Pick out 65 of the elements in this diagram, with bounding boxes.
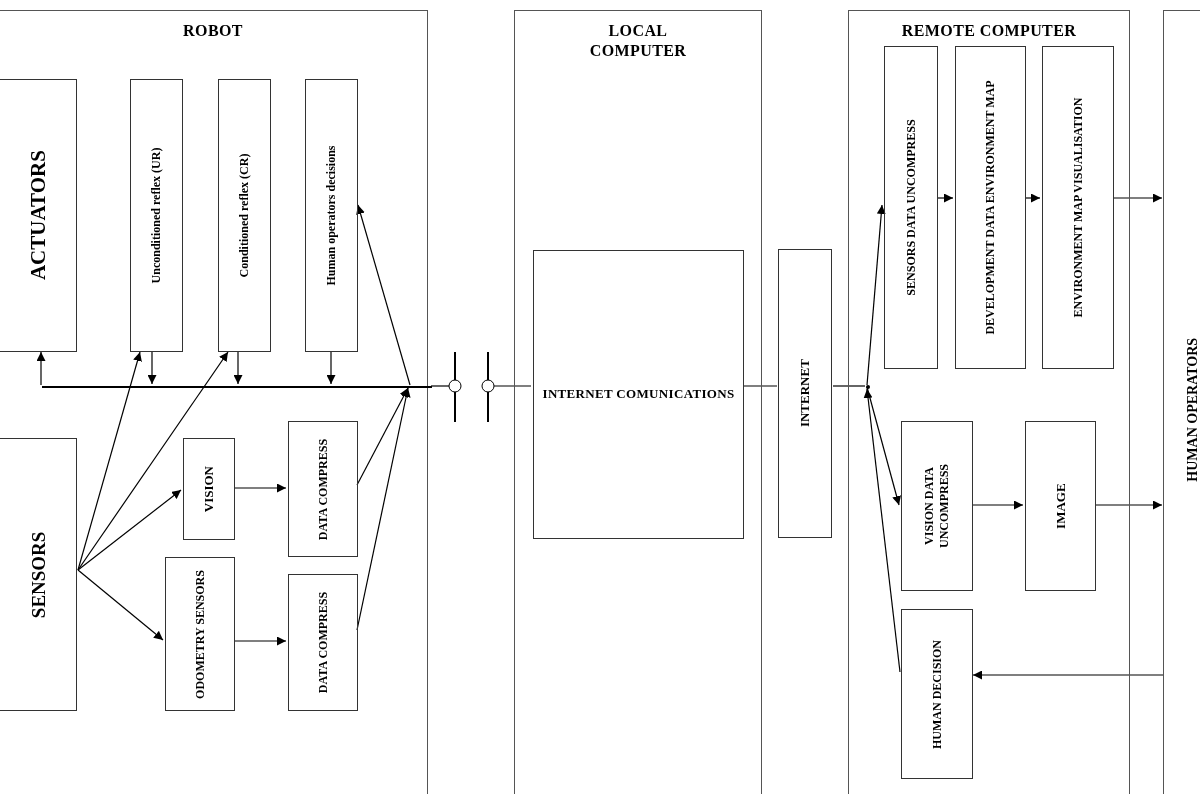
arrow <box>233 351 243 385</box>
box-label: VISION <box>200 464 217 515</box>
box-label: Conditioned reflex (CR) <box>237 152 252 280</box>
arrow <box>356 204 411 386</box>
process-box <box>0 438 77 711</box>
process-box <box>955 46 1026 369</box>
box-label: Unconditioned reflex (UR) <box>149 146 164 286</box>
connector-line <box>743 385 778 387</box>
process-box <box>288 421 358 557</box>
arrow <box>937 193 954 203</box>
arrow <box>147 351 157 385</box>
process-box <box>130 79 183 352</box>
process-box <box>183 438 235 540</box>
system-panel <box>848 10 1130 794</box>
box-label: ENVIRONMENT MAP VISUALISATION <box>1070 96 1086 320</box>
box-label: HUMAN DECISION <box>929 638 945 751</box>
process-box <box>0 79 77 352</box>
arrow <box>1113 193 1163 203</box>
box-label: ACTUATORS <box>24 149 51 283</box>
process-box <box>218 79 271 352</box>
arrow <box>326 351 336 385</box>
arrow <box>863 388 901 673</box>
panel-title: HUMAN OPERATORS <box>1184 337 1200 484</box>
process-box <box>884 46 938 369</box>
panel-title: REMOTE COMPUTER <box>901 21 1077 41</box>
box-label: INTERNET <box>796 358 813 430</box>
arrow <box>356 387 411 631</box>
process-box <box>1042 46 1114 369</box>
process-box <box>305 79 358 352</box>
arrow <box>77 351 229 571</box>
box-label: ODOMETRY SENSORS <box>192 568 208 701</box>
panel-title: ROBOT <box>183 21 243 41</box>
process-box <box>901 421 973 591</box>
process-box <box>165 557 235 711</box>
box-label: DEVELOPMENT DATA ENVIRONMENT MAP <box>983 79 998 337</box>
box-label: SENSORS <box>26 530 50 620</box>
arrow <box>1095 500 1163 510</box>
connector-line <box>430 385 450 387</box>
arrow <box>972 500 1024 510</box>
process-box <box>288 574 358 711</box>
box-label: DATA COMPRESS <box>315 437 331 542</box>
box-label: DATA COMPRESS <box>315 590 331 696</box>
box-label: SENSORS DATA UNCOMPRESS <box>903 118 919 298</box>
arrow <box>77 351 142 571</box>
box-label: VISION DATA UNCOMPRESS <box>922 463 952 550</box>
arrow <box>233 636 287 646</box>
arrow <box>972 670 1164 680</box>
arrow <box>356 387 409 486</box>
box-label: Human operators decisions <box>324 144 339 288</box>
box-label: IMAGE <box>1052 482 1069 531</box>
arrow <box>36 351 46 386</box>
panel-title: LOCAL COMPUTER <box>588 21 688 61</box>
arrow <box>77 569 164 641</box>
connector-line <box>832 385 866 387</box>
system-panel <box>514 10 762 794</box>
process-box <box>1025 421 1096 591</box>
process-box <box>533 250 744 539</box>
process-box <box>901 609 973 779</box>
connector-line <box>493 385 532 387</box>
arrow <box>866 204 886 386</box>
box-label: INTERNET COMUNICATIONS <box>542 386 735 403</box>
arrow <box>1025 193 1041 203</box>
process-box <box>778 249 832 538</box>
arrow <box>233 483 287 493</box>
arrow <box>77 489 182 571</box>
